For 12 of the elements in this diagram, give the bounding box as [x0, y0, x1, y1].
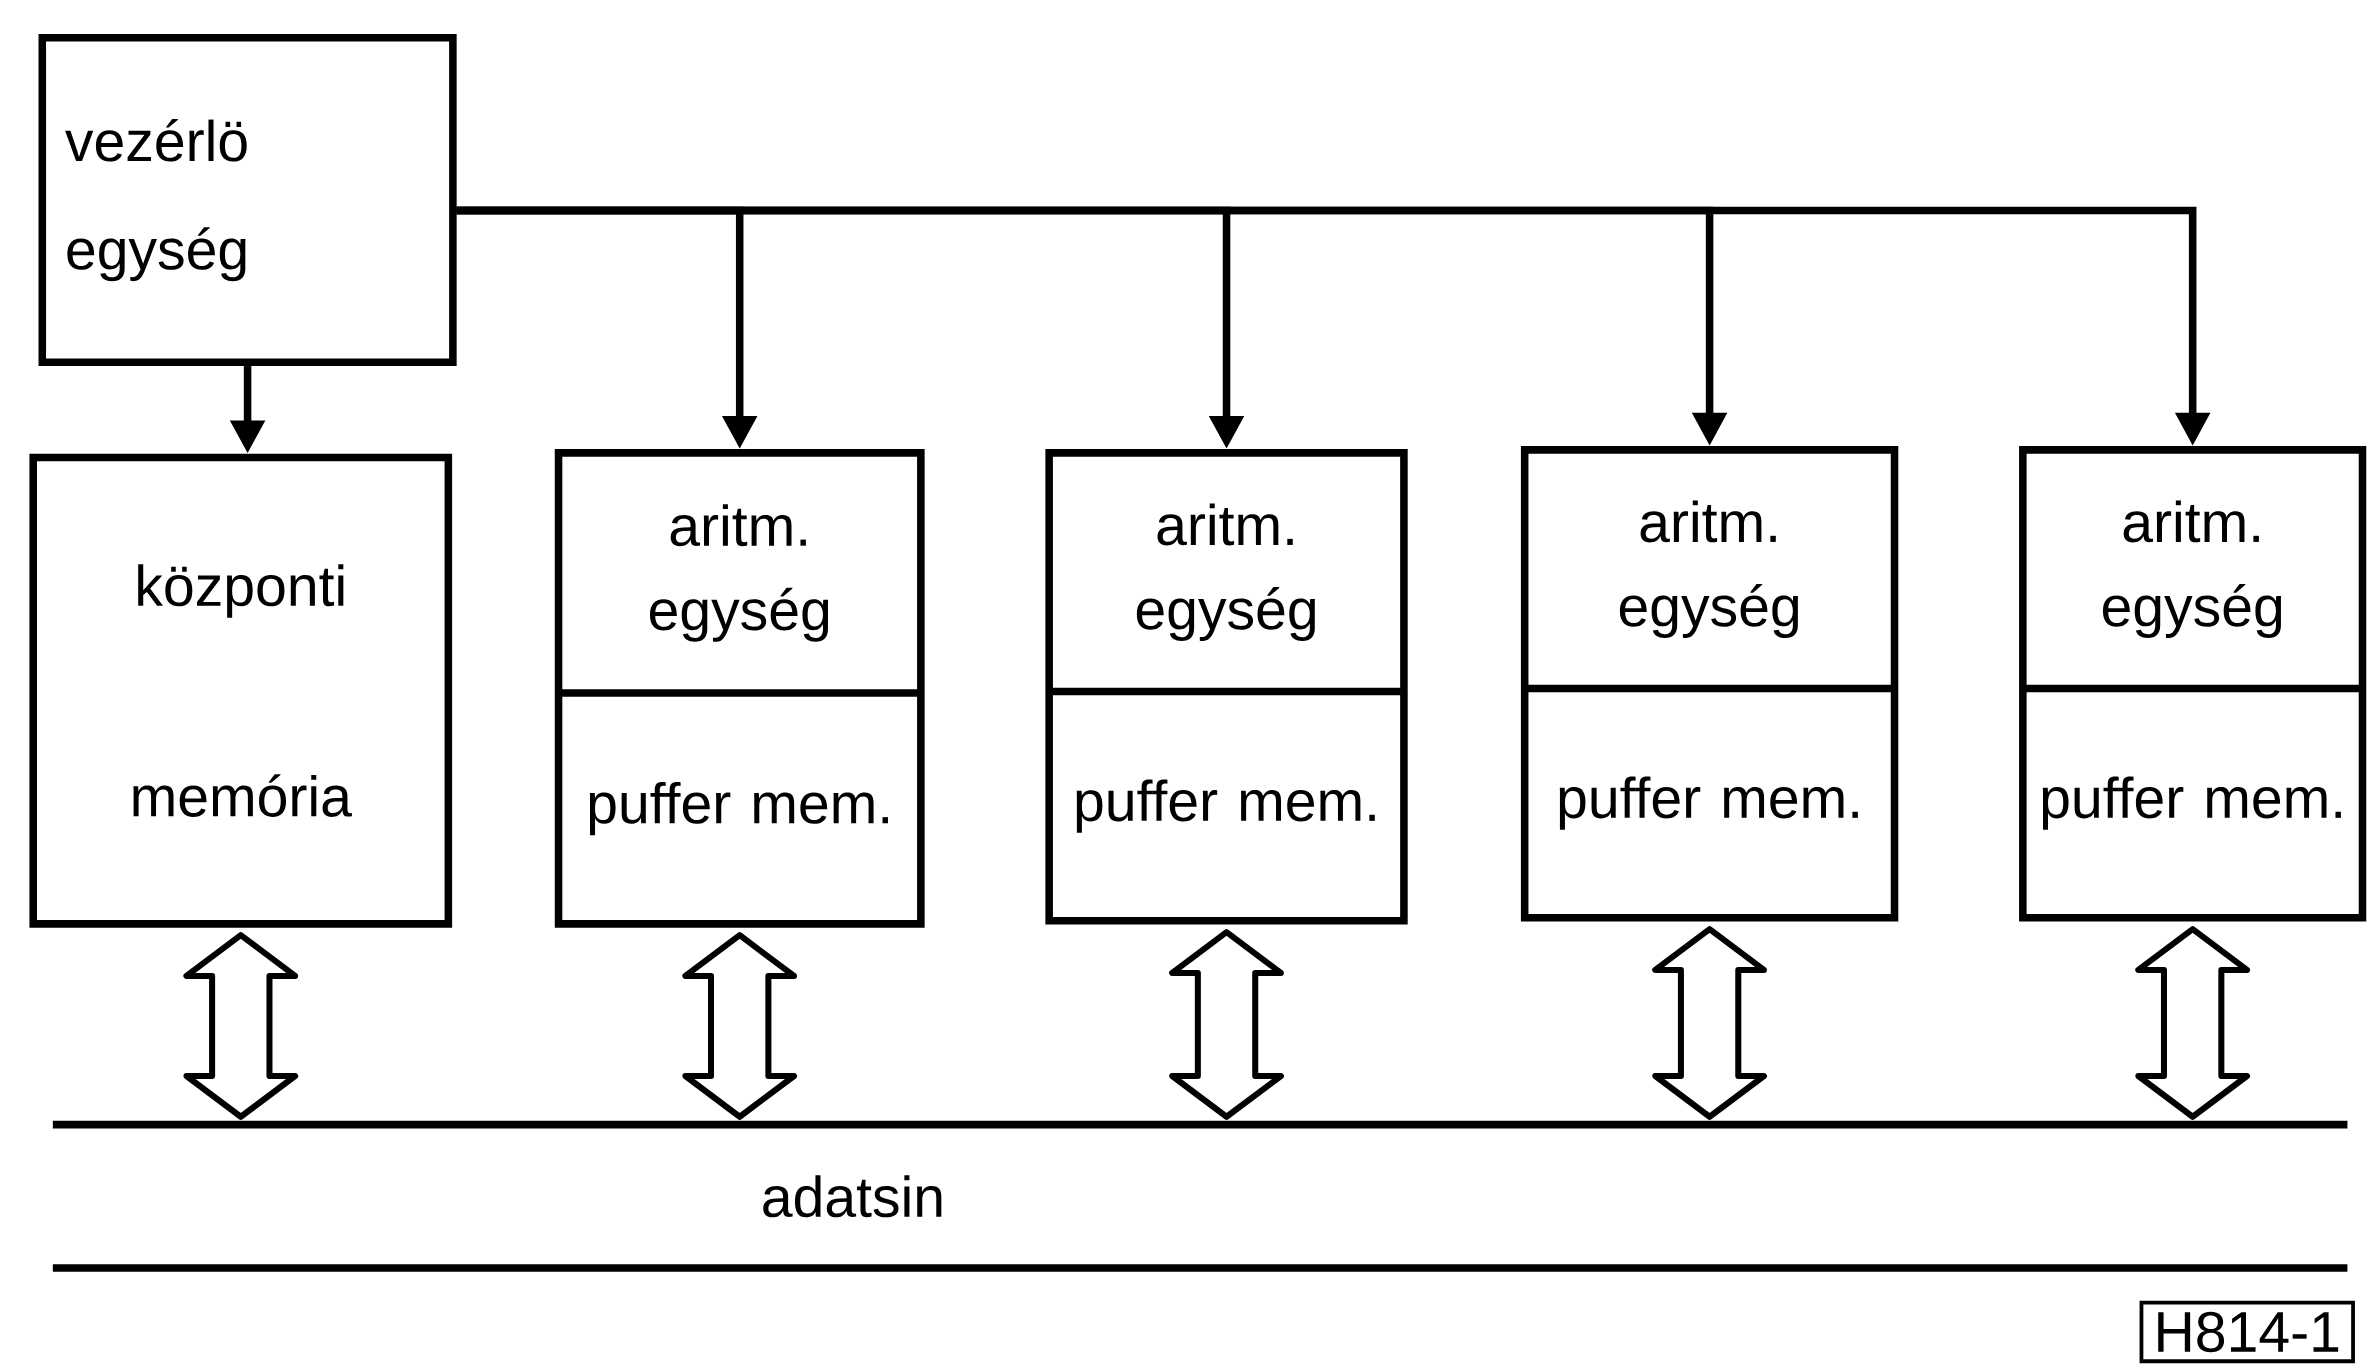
bidirectional-arrow [1169, 929, 1284, 1120]
unit-box: aritm. egység puffer mem. [1520, 446, 1899, 922]
bidirectional-arrow [2135, 926, 2251, 1120]
bidirectional-arrow [183, 932, 299, 1120]
unit-box: aritm. egység puffer mem. [1045, 449, 1408, 925]
bidirectional-arrow [1652, 926, 1767, 1120]
unit-box: aritm. egység puffer mem. [2019, 446, 2367, 922]
unit-box: aritm. egység puffer mem. [554, 449, 925, 928]
unit-box: vezérlö egység [38, 34, 457, 367]
unit-box: központi memória [29, 453, 453, 928]
figure-code: H814-1 [2139, 1300, 2355, 1364]
bidirectional-arrow [682, 932, 798, 1120]
